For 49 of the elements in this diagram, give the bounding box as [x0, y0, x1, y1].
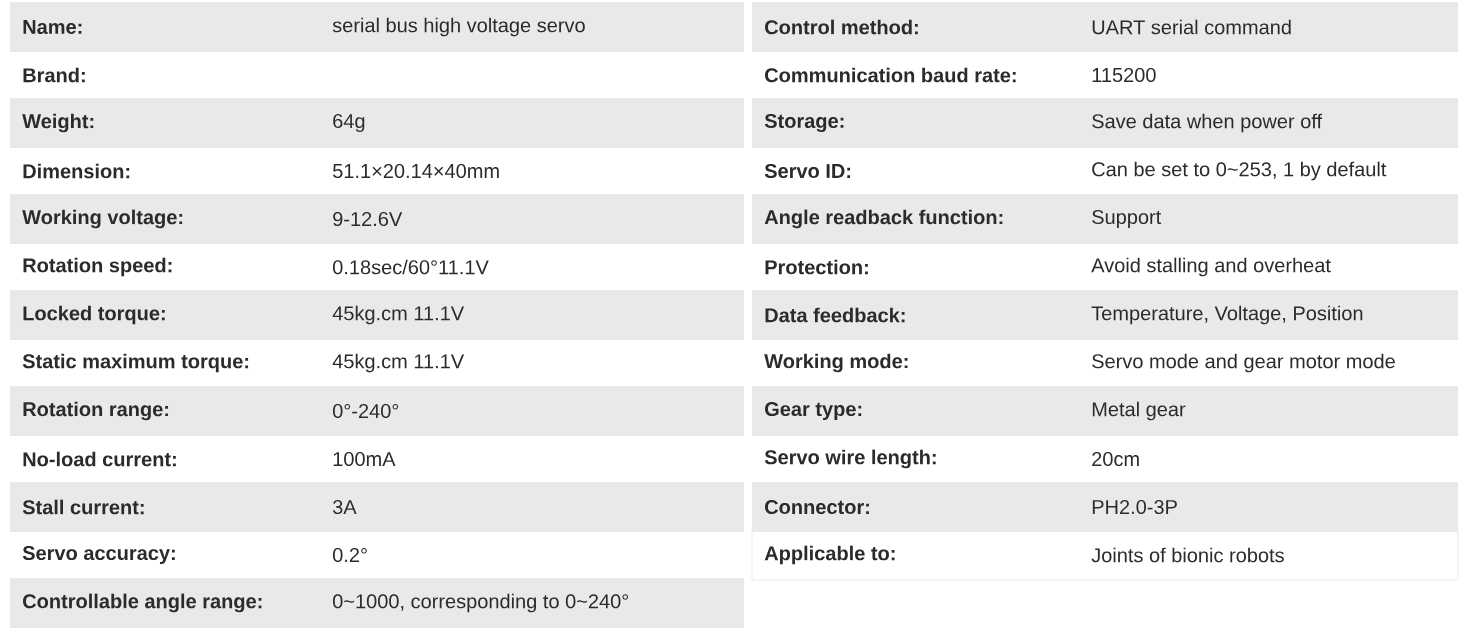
spec-value: Save data when power off: [1092, 113, 1323, 133]
spec-value: serial bus high voltage servo: [332, 17, 585, 37]
spec-label: Angle readback function:: [764, 209, 1003, 229]
spec-label: Data feedback:: [765, 307, 905, 323]
spec-label: Working voltage:: [22, 209, 183, 229]
spec-value: 100mA: [333, 451, 396, 467]
spec-label: Static maximum torque:: [22, 353, 249, 373]
spec-label: Communication baud rate:: [765, 67, 1016, 83]
spec-label: Servo accuracy:: [22, 545, 175, 565]
spec-label: No-load current:: [23, 451, 176, 467]
spec-value: 0.2°: [333, 547, 367, 563]
spec-label: Brand:: [23, 67, 85, 83]
spec-label: Control method:: [765, 19, 918, 35]
spec-label: Servo wire length:: [764, 449, 936, 469]
spec-value: Support: [1092, 209, 1162, 229]
spec-label: Dimension:: [23, 163, 130, 179]
spec-value: 0°-240°: [333, 403, 399, 419]
spec-label: Stall current:: [22, 499, 144, 515]
spec-value: 9-12.6V: [333, 211, 403, 227]
spec-label: Gear type:: [765, 401, 862, 421]
spec-label: Rotation range:: [23, 401, 169, 421]
spec-label: Rotation speed:: [23, 257, 172, 277]
spec-value: Can be set to 0~253, 1 by default: [1092, 161, 1387, 181]
spec-label: Servo ID:: [764, 163, 851, 179]
spec-value: PH2.0-3P: [1092, 499, 1177, 515]
spec-value: 45kg.cm 11.1V: [332, 353, 465, 373]
spec-label: Controllable angle range:: [23, 593, 262, 613]
spec-label: Name:: [23, 20, 82, 34]
spec-value: Joints of bionic robots: [1091, 547, 1284, 563]
spec-value: 64g: [333, 113, 365, 133]
spec-value: Avoid stalling and overheat: [1091, 257, 1331, 277]
spec-value: Metal gear: [1092, 401, 1186, 421]
spec-label: Applicable to:: [764, 545, 895, 565]
spec-value: 51.1×20.14×40mm: [333, 163, 499, 179]
spec-label: Working mode:: [764, 353, 908, 373]
spec-value: 115200: [1092, 67, 1156, 83]
spec-value: 0~1000, corresponding to 0~240°: [333, 593, 629, 613]
spec-value: 45kg.cm 11.1V: [332, 305, 465, 325]
spec-value: 20cm: [1092, 451, 1139, 467]
spec-value: Servo mode and gear motor mode: [1092, 353, 1395, 373]
spec-label: Storage:: [764, 113, 844, 133]
spec-value: 3A: [332, 499, 357, 515]
spec-label: Weight:: [22, 113, 94, 133]
spec-value: 0.18sec/60°11.1V: [333, 259, 489, 275]
spec-label: Protection:: [765, 259, 868, 275]
spec-value: Temperature, Voltage, Position: [1091, 305, 1363, 325]
spec-value: UART serial command: [1092, 19, 1291, 35]
spec-label: Locked torque:: [23, 305, 165, 325]
spec-label: Connector:: [765, 499, 869, 515]
